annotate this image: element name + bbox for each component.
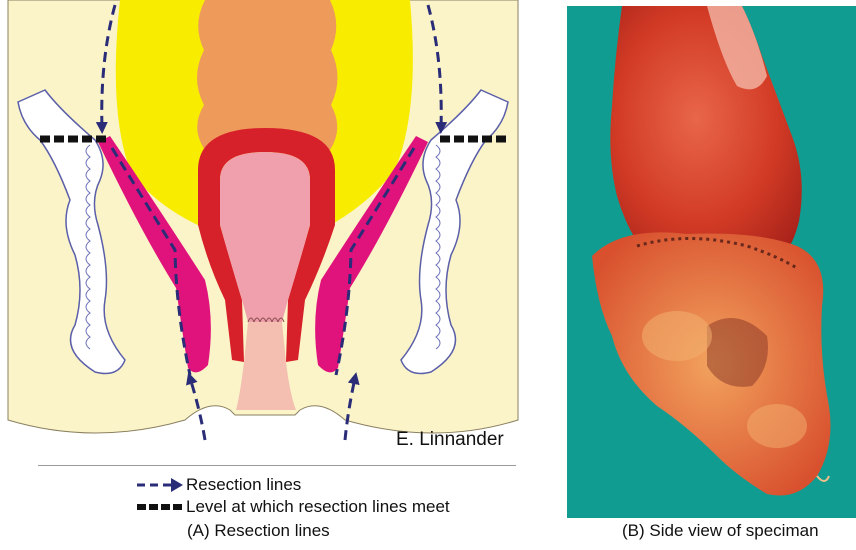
legend-divider [38, 465, 516, 466]
specimen-photo [567, 6, 856, 518]
caption-panel-a: (A) Resection lines [187, 521, 330, 541]
colon [197, 0, 338, 150]
dashed-bar-icon [135, 496, 185, 518]
legend-meeting-level: Level at which resection lines meet [135, 496, 450, 518]
caption-panel-b: (B) Side view of speciman [622, 521, 819, 541]
specimen-fat-lobule [642, 311, 712, 361]
specimen-fat-lobule [747, 404, 807, 448]
legend-resection-lines: Resection lines [135, 474, 301, 496]
illustrator-credit: E. Linnander [396, 429, 504, 451]
legend-label-meeting-level: Level at which resection lines meet [186, 497, 450, 517]
dashed-arrow-icon [135, 474, 185, 496]
resection-diagram [0, 0, 525, 470]
legend-label-resection-lines: Resection lines [186, 475, 301, 495]
